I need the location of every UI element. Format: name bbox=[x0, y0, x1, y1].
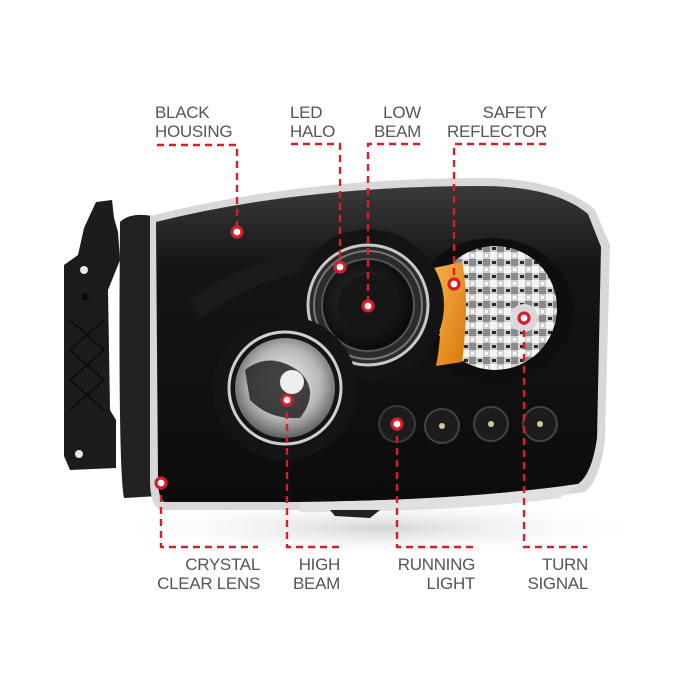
label-led-halo: LED HALO bbox=[290, 103, 336, 141]
dot-safety-reflector bbox=[447, 277, 461, 291]
callout-dots bbox=[154, 225, 531, 490]
label-safety-reflector: SAFETY REFLECTOR bbox=[447, 103, 547, 141]
dot-running-light bbox=[390, 417, 404, 431]
dot-high-beam bbox=[280, 393, 294, 407]
dot-black-housing bbox=[230, 225, 244, 239]
label-black-housing: BLACK HOUSING bbox=[155, 103, 233, 141]
label-low-beam: LOW BEAM bbox=[374, 103, 421, 141]
dot-turn-signal bbox=[517, 311, 531, 325]
label-turn-signal: TURN SIGNAL bbox=[527, 555, 588, 593]
dot-crystal-clear-lens bbox=[154, 476, 168, 490]
dot-led-halo bbox=[333, 260, 347, 274]
label-high-beam: HIGH BEAM bbox=[293, 555, 340, 593]
label-crystal-clear-lens: CRYSTAL CLEAR LENS bbox=[157, 555, 260, 593]
floor-shadow bbox=[110, 498, 650, 558]
high-beam-halo bbox=[227, 330, 343, 446]
dot-low-beam bbox=[361, 299, 375, 313]
label-running-light: RUNNING LIGHT bbox=[397, 555, 476, 593]
leader-lines bbox=[157, 142, 587, 549]
mounting-bracket bbox=[64, 200, 120, 470]
